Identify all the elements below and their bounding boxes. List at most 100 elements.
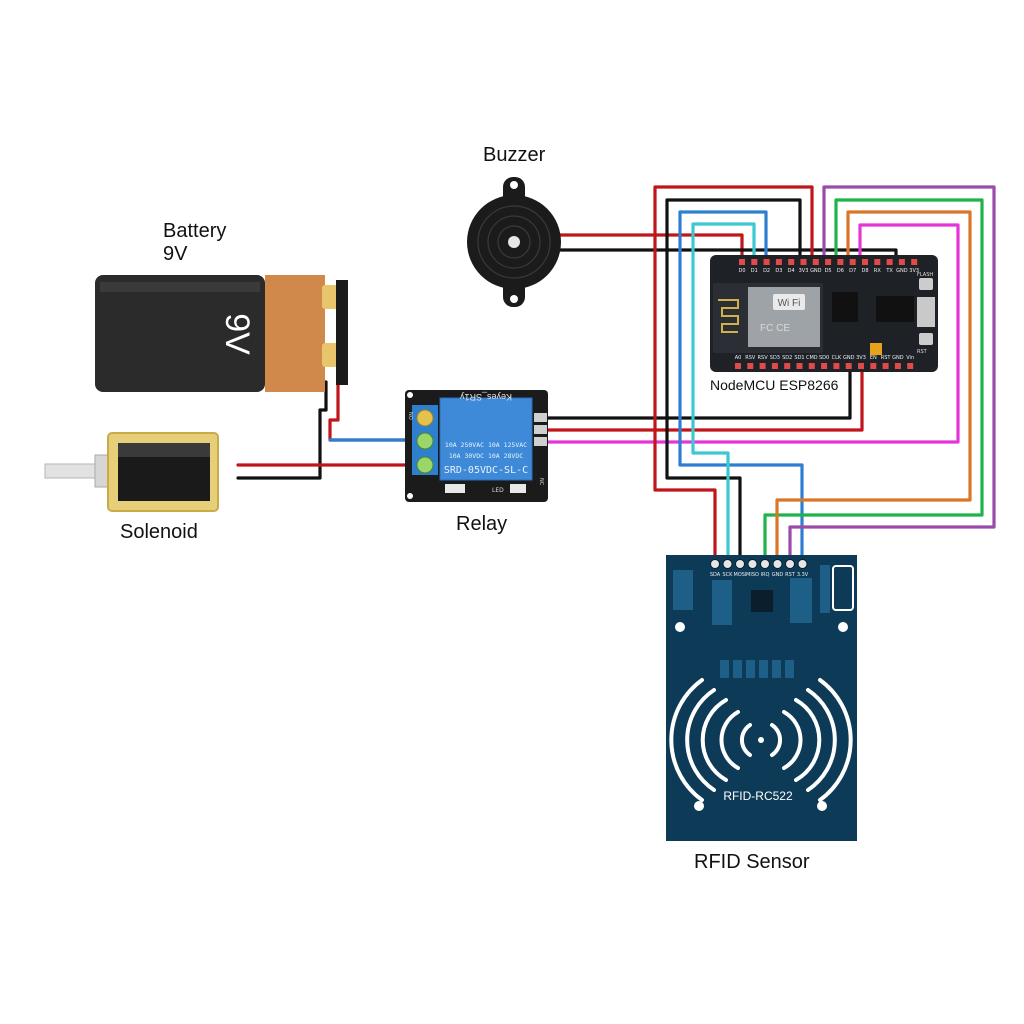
nodemcu-bottom-pin-label: CMD	[806, 355, 818, 361]
nodemcu-bottom-pin-3v3[interactable]	[858, 363, 864, 369]
rfid-pin-mosi[interactable]	[735, 559, 745, 569]
nodemcu-top-pin-d4[interactable]	[788, 259, 795, 265]
relay-screw-com[interactable]	[416, 432, 434, 450]
nodemcu-top-pin-label: 3V3	[799, 268, 809, 274]
battery-label: Battery	[163, 220, 226, 242]
rfid-smd-left-2	[712, 580, 732, 625]
chip-1	[832, 292, 858, 322]
nodemcu-top-pin-d6[interactable]	[837, 259, 844, 265]
rfid-pad	[785, 660, 794, 678]
flash-label: FLASH	[917, 272, 933, 278]
fcc-logo: FC CE	[760, 323, 790, 334]
nodemcu-top-pin-d2[interactable]	[763, 259, 770, 265]
nodemcu-bottom-pin-gnd[interactable]	[845, 363, 852, 369]
rfid-pad-row	[720, 660, 794, 678]
nodemcu-top-pin-label: D3	[775, 268, 782, 274]
nodemcu-top-pin-label: GND	[810, 268, 822, 274]
rfid-wave-icon	[669, 678, 853, 802]
rfid-pin-sda[interactable]	[710, 559, 720, 569]
rfid-pin-label: SCK	[723, 572, 734, 578]
nodemcu-top-pin-3v3[interactable]	[911, 259, 918, 265]
nodemcu-bottom-pin-en[interactable]	[870, 363, 877, 369]
buzzer-ring-3	[497, 225, 531, 259]
wifi-logo-box	[773, 294, 805, 310]
nodemcu-top-pin-d5[interactable]	[825, 259, 832, 265]
rfid-pad	[746, 660, 755, 678]
battery: Battery 9V 9V	[95, 220, 348, 392]
rfid-pin-label: MISO	[746, 572, 759, 578]
nodemcu-bottom-pin-a0[interactable]	[735, 363, 741, 369]
rfid-pin-irq[interactable]	[760, 559, 770, 569]
nodemcu-bottom-pin-cmd[interactable]	[808, 363, 815, 369]
nodemcu-top-pin-d8[interactable]	[862, 259, 868, 265]
nodemcu-top-pin-d3[interactable]	[775, 259, 782, 265]
nodemcu-bottom-pin-sd3[interactable]	[771, 363, 778, 369]
chip-usb-uart	[876, 296, 914, 322]
buzzer-mount-hole-bottom	[510, 295, 518, 303]
nodemcu-bottom-pin-sd0[interactable]	[821, 363, 828, 369]
rfid-pad	[772, 660, 781, 678]
wire-rfid-blue	[678, 210, 804, 564]
rfid-pin-gnd[interactable]	[772, 559, 783, 569]
solenoid: Solenoid	[44, 432, 219, 543]
nodemcu-top-pin-rx[interactable]	[874, 259, 881, 265]
wire-battery-black	[236, 380, 328, 480]
nodemcu-bottom-pin-label: SD2	[782, 355, 792, 361]
relay-screw-nc[interactable]	[416, 456, 434, 474]
nodemcu-top-pin-d0[interactable]	[739, 259, 745, 265]
nodemcu-top-pin-label: RX	[874, 268, 881, 274]
relay-led-label: LED	[492, 487, 504, 494]
buzzer-hole	[508, 236, 520, 248]
rfid-pin-33v[interactable]	[797, 559, 808, 569]
nodemcu-top-pin-label: D4	[788, 268, 795, 274]
relay-pin-signal[interactable]	[534, 437, 547, 446]
nodemcu-bottom-pin-vin[interactable]	[907, 363, 914, 369]
battery-shine	[100, 282, 260, 292]
nodemcu-top-pin-label: D1	[751, 268, 758, 274]
battery-body	[95, 275, 265, 392]
flash-button[interactable]	[919, 278, 933, 290]
wire-buzzer-red	[556, 233, 744, 264]
relay-pin-gnd[interactable]	[534, 413, 547, 422]
esp-antenna	[718, 299, 739, 333]
nodemcu-top-pin-label: D0	[738, 268, 745, 274]
nodemcu-bottom-pin-label: 3V3	[856, 355, 866, 361]
nodemcu-top-pin-tx[interactable]	[886, 259, 893, 265]
battery-terminal-pos	[322, 285, 338, 309]
nodemcu-top-pin-3v3[interactable]	[800, 259, 807, 265]
nodemcu-bottom-pin-sd1[interactable]	[796, 363, 803, 369]
rfid-pin-miso[interactable]	[747, 559, 758, 569]
relay-mount-hole-1	[407, 392, 413, 398]
nodemcu-top-pin-label: D6	[837, 268, 844, 274]
nodemcu-top-pin-label: GND	[896, 268, 908, 274]
relay-led	[510, 484, 526, 493]
buzzer-label: Buzzer	[483, 144, 546, 166]
nodemcu-bottom-pin-rst[interactable]	[882, 363, 889, 369]
wire-relay-gnd-black	[543, 368, 852, 420]
nodemcu-bottom-pin-label: GND	[843, 355, 855, 361]
rfid-pin-sck[interactable]	[722, 559, 733, 569]
nodemcu-bottom-pin-gnd[interactable]	[894, 363, 901, 369]
nodemcu-top-pin-gnd[interactable]	[812, 259, 819, 265]
nodemcu-top-pin-label: D7	[849, 268, 856, 274]
nodemcu-top-pin-gnd[interactable]	[898, 259, 905, 265]
rfid-board-text: RFID-RC522	[723, 789, 793, 803]
relay-screw-no[interactable]	[416, 409, 434, 427]
buzzer-mount-hole-top	[510, 181, 518, 189]
nodemcu-bottom-pin-rsv[interactable]	[759, 363, 766, 369]
relay-pin-vcc[interactable]	[534, 425, 547, 434]
nodemcu-top-pin-label: TX	[885, 268, 893, 274]
rfid-pin-rst[interactable]	[785, 559, 795, 569]
nodemcu-bottom-pin-sd2[interactable]	[784, 363, 791, 369]
relay-diode	[445, 484, 465, 493]
rfid-pin-label: GND	[772, 572, 784, 578]
nodemcu-bottom-pin-clk[interactable]	[833, 363, 840, 369]
rfid-pin-label: MOSI	[734, 572, 747, 578]
battery-cap	[265, 275, 325, 392]
nodemcu-top-pin-d7[interactable]	[849, 259, 856, 265]
rst-button[interactable]	[919, 333, 933, 345]
nodemcu-bottom-pin-rsv[interactable]	[747, 363, 754, 369]
wire-rfid-red	[653, 185, 814, 564]
nodemcu-top-pin-d1[interactable]	[751, 259, 758, 265]
